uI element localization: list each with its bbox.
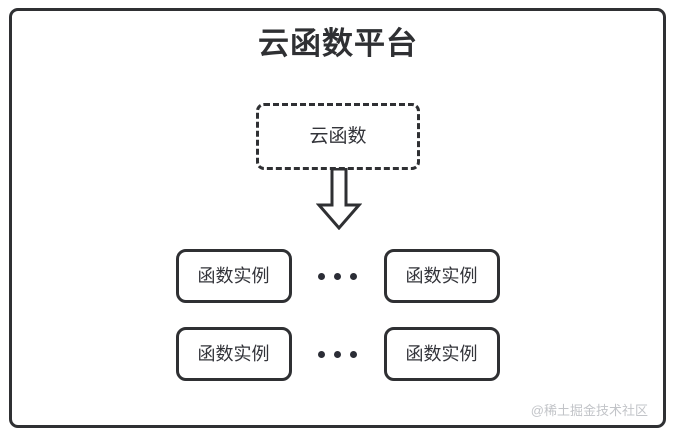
ellipsis-icon <box>292 350 384 358</box>
down-block-arrow-icon <box>315 167 363 231</box>
ellipsis-dot <box>318 272 325 280</box>
ellipsis-icon <box>292 272 384 280</box>
instance-row: 函数实例 函数实例 <box>9 249 666 303</box>
function-instance-label: 函数实例 <box>197 265 270 286</box>
ellipsis-dot <box>318 350 325 358</box>
function-instance-box: 函数实例 <box>175 327 292 381</box>
function-instance-label: 函数实例 <box>405 265 478 286</box>
function-instance-box: 函数实例 <box>383 249 500 303</box>
cloud-function-label: 云函数 <box>309 125 367 147</box>
watermark: @稀土掘金技术社区 <box>530 403 648 418</box>
function-instance-box: 函数实例 <box>175 249 292 303</box>
ellipsis-dot <box>334 272 341 280</box>
ellipsis-dot <box>350 350 357 358</box>
ellipsis-dot <box>334 350 341 358</box>
instance-row: 函数实例 函数实例 <box>9 327 666 381</box>
page-title: 云函数平台 <box>258 26 418 61</box>
function-instance-box: 函数实例 <box>383 327 500 381</box>
cloud-function-node: 云函数 <box>256 103 420 170</box>
function-instance-label: 函数实例 <box>405 343 478 364</box>
ellipsis-dot <box>350 272 357 280</box>
function-instance-label: 函数实例 <box>197 343 270 364</box>
